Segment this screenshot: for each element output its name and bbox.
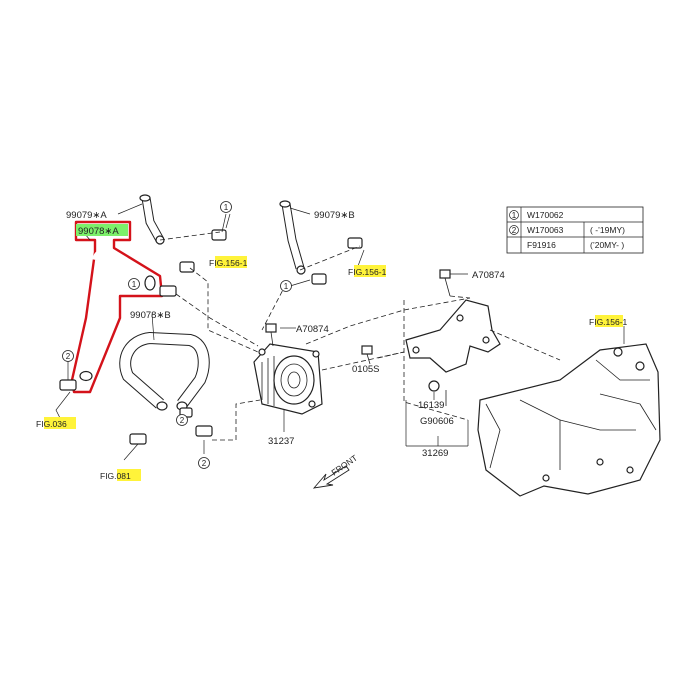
fig-ref-156-right: FIG.156-1 [589,315,628,327]
bolt-a70874-mid [265,323,277,347]
label-g90606: G90606 [420,416,454,427]
svg-text:W170062: W170062 [527,210,564,220]
svg-text:FIG.036: FIG.036 [36,419,67,429]
hose-99078-b [119,331,210,411]
legend-table: 1 W170062 2 W170063 ( -’19MY) F91916 (’2… [506,206,644,254]
svg-text:2: 2 [512,226,517,235]
highlight-yellow [44,417,76,429]
highlight-yellow [215,256,247,268]
callout-1-a: 1 [220,201,232,213]
reference-lines [55,213,625,461]
callout-1-c: 1 [128,278,140,290]
svg-text:2: 2 [180,416,185,425]
bolt-a70874-upper [439,269,451,297]
label-0105s: 0105S [352,364,379,375]
svg-text:F91916: F91916 [527,240,556,250]
svg-text:2: 2 [66,352,71,361]
label-31269: 31269 [422,448,448,459]
clamp-icon [59,379,77,391]
hose-99078-a [79,248,156,382]
hose-99079-b [279,200,306,275]
callout-2-b: 2 [176,414,188,426]
front-direction-arrow: FRONT [312,453,359,489]
svg-text:2: 2 [202,459,207,468]
svg-text:( -’19MY): ( -’19MY) [590,225,625,235]
svg-text:1: 1 [132,280,137,289]
clamp-icon [211,229,227,241]
highlight-yellow [117,469,141,481]
callout-2-a: 2 [62,350,74,362]
clamp-icon [195,425,213,437]
svg-text:FIG.156-1: FIG.156-1 [348,267,387,277]
svg-text:1: 1 [284,282,289,291]
svg-text:FIG.156-1: FIG.156-1 [209,258,248,268]
label-a70874-upper: A70874 [472,270,505,281]
hose-99079-a [139,194,165,245]
label-99079-b: 99079∗B [314,210,355,221]
clamp-icon [129,433,147,445]
svg-text:1: 1 [224,203,229,212]
front-label: FRONT [329,453,359,478]
fig-ref-081: FIG.081 [100,469,141,481]
highlight-green [76,224,128,236]
label-16139: 16139 [418,400,444,411]
label-99079-a: 99079∗A [66,210,107,221]
highlight-yellow [354,265,386,277]
clamp-icon [347,237,363,249]
svg-text:FIG.156-1: FIG.156-1 [589,317,628,327]
clamp-icon [311,273,327,285]
fig-ref-036: FIG.036 [36,417,76,429]
legend-row-3: F91916 (’20MY- ) [527,240,624,250]
legend-row-1: 1 W170062 [509,210,564,220]
svg-text:1: 1 [512,211,517,220]
fig-ref-156-left: FIG.156-1 [209,256,248,268]
highlight-yellow [595,315,623,327]
label-99078-a: 99078∗A [78,226,119,237]
oil-cooler-31237 [253,343,323,415]
fig-ref-156-mid: FIG.156-1 [348,265,387,277]
label-leaders [67,203,469,454]
legend-row-2: 2 W170063 ( -’19MY) [509,225,625,235]
label-a70874-mid: A70874 [296,324,329,335]
svg-text:FIG.081: FIG.081 [100,471,131,481]
callout-1-b: 1 [280,280,292,292]
clamp-icon [159,285,177,297]
bracket-31269 [405,299,501,406]
label-99078-b: 99078∗B [130,310,171,321]
bolt-0105s [361,345,373,365]
selected-part-outline [70,220,164,394]
svg-text:(’20MY- ): (’20MY- ) [590,240,624,250]
label-31237: 31237 [268,436,294,447]
svg-text:W170063: W170063 [527,225,564,235]
transmission-case [477,343,661,497]
callout-2-c: 2 [198,457,210,469]
clamp-icon [179,261,195,273]
